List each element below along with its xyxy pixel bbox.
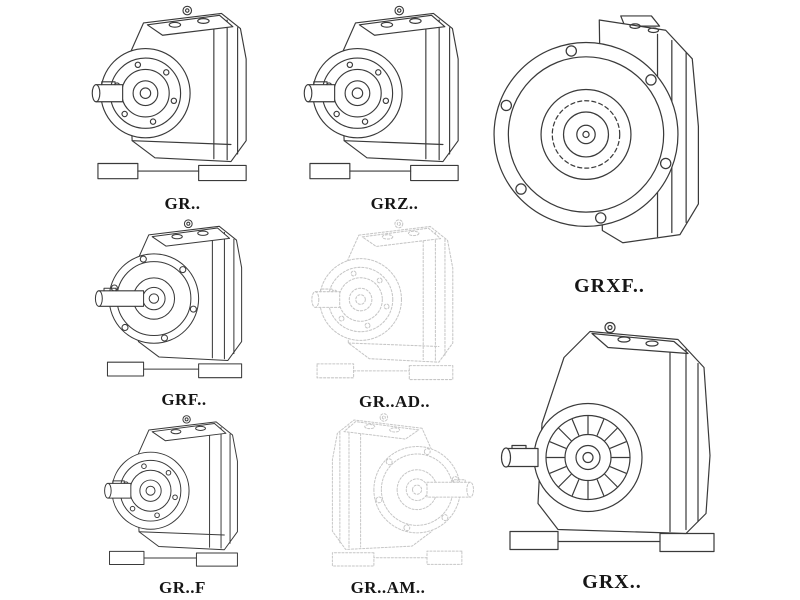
gearbox-figure-grz: GRZ..: [292, 2, 497, 214]
model-label-grx: GRX..: [582, 571, 642, 593]
model-label-gr-ad: GR..AD..: [358, 392, 431, 411]
gearbox-drawing-gr-f: [80, 412, 285, 576]
gearbox-drawing-grz: [292, 2, 497, 192]
model-label-grf: GRF..: [161, 390, 207, 409]
model-label-grxf: GRXF..: [574, 275, 645, 297]
gearbox-drawing-gr: [80, 2, 285, 192]
gearbox-figure-gr-ad: GR..AD..: [292, 216, 497, 412]
model-label-gr-am: GR..AM..: [350, 578, 426, 597]
gearbox-figure-grx: GRX..: [492, 302, 732, 594]
model-label-gr: GR..: [164, 194, 201, 213]
gearbox-figure-gr-am: GR..AM..: [288, 410, 488, 598]
gearbox-figure-gr: GR..: [80, 2, 285, 214]
model-label-grz: GRZ..: [370, 194, 419, 213]
gearbox-figure-gr-f: GR..F: [80, 412, 285, 598]
gearbox-figure-grf: GRF..: [78, 216, 290, 410]
gearbox-drawing-grf: [78, 216, 290, 388]
gearbox-drawing-gr-am: [288, 410, 488, 576]
model-label-gr-f: GR..F: [159, 578, 206, 597]
gearbox-drawing-grx: [492, 302, 732, 569]
gearbox-figure-grxf: GRXF..: [492, 0, 727, 298]
gearbox-drawing-gr-ad: [292, 216, 497, 390]
gearbox-drawing-grxf: [492, 0, 727, 273]
